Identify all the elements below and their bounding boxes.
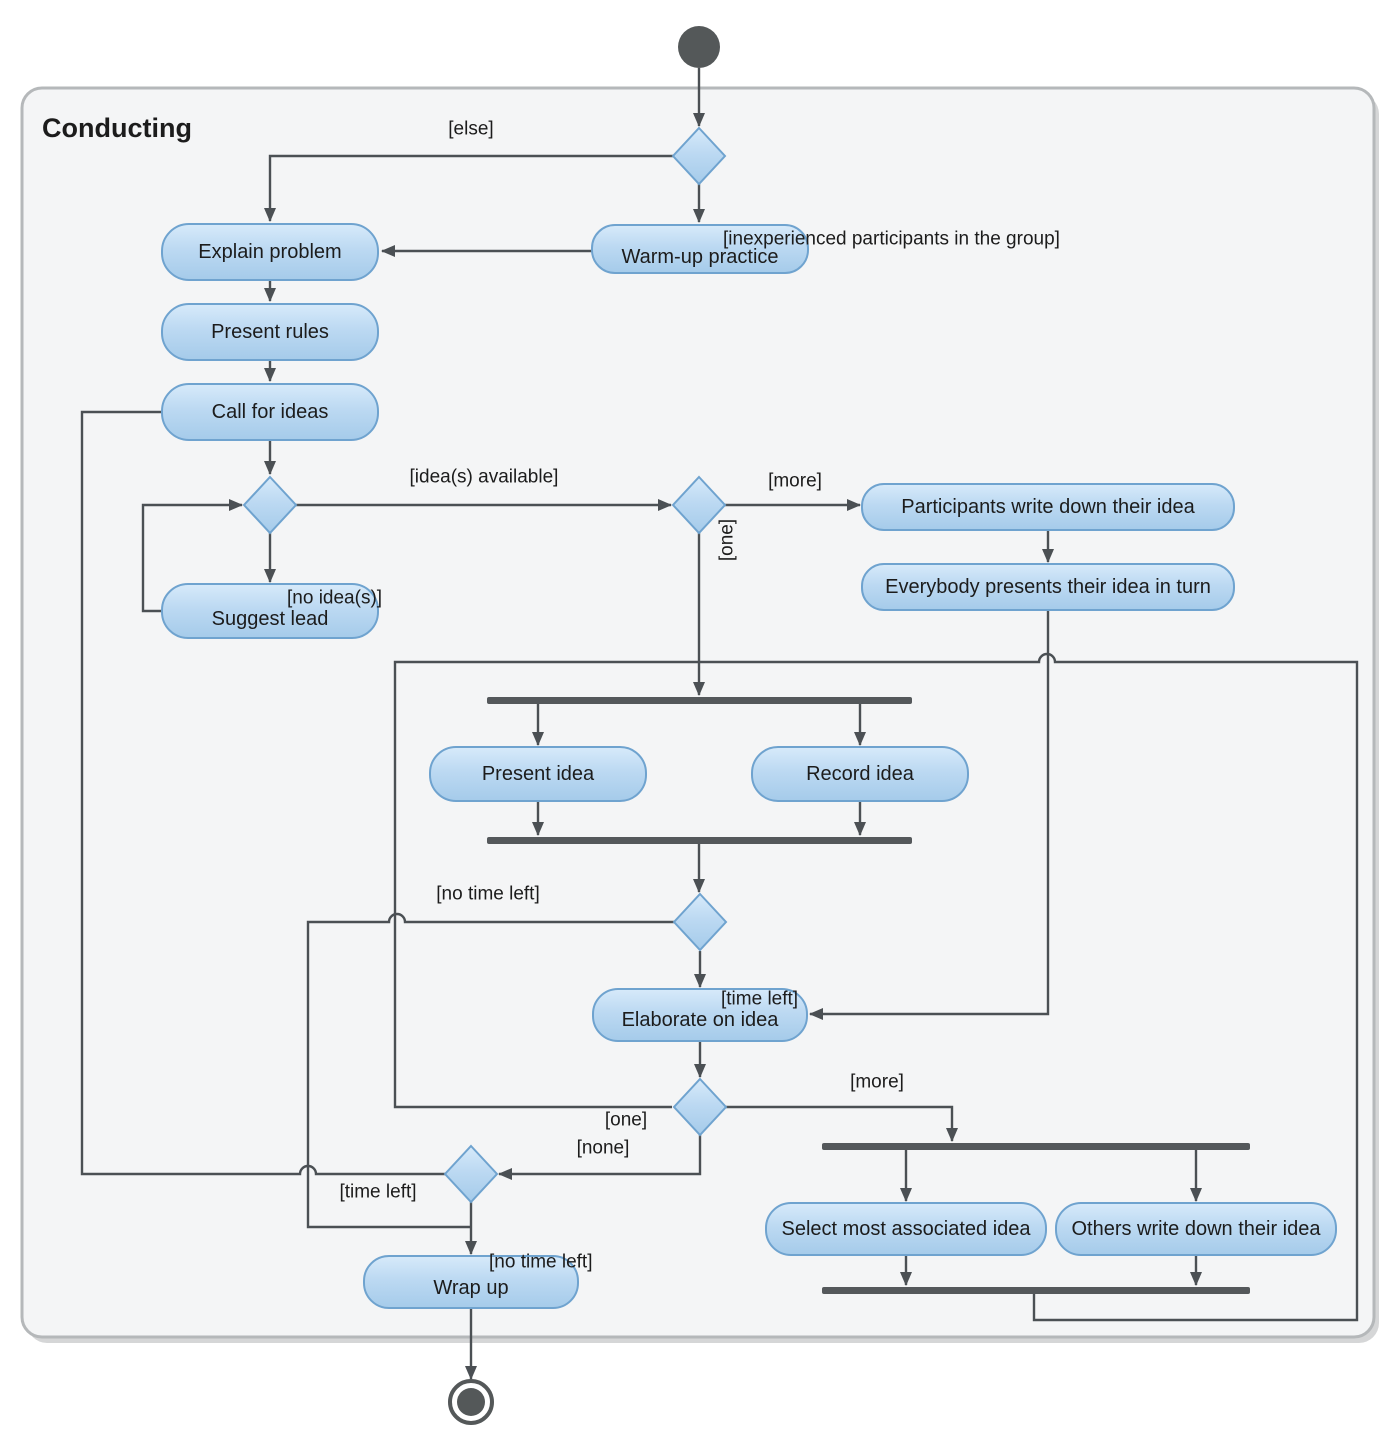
guard-no-time-left-1: [no time left] xyxy=(436,884,540,905)
guard-no-ideas: [no idea(s)] xyxy=(287,588,382,609)
initial-node[interactable] xyxy=(678,26,720,68)
activity-warm-up-practice: Warm-up practice xyxy=(591,224,809,274)
activity-participants-write-down-their-idea: Participants write down their idea xyxy=(861,483,1235,531)
join-bar-1[interactable] xyxy=(487,837,912,844)
activity-select-most-associated-idea: Select most associated idea xyxy=(765,1202,1047,1256)
activity-wrap-up: Wrap up xyxy=(363,1255,579,1309)
activity-present-rules: Present rules xyxy=(161,303,379,361)
edge-branch-else-to-explain xyxy=(264,154,673,222)
guard-inexperienced: [inexperienced participants in the group… xyxy=(723,229,1060,250)
activity-record-idea-shape[interactable] xyxy=(751,746,969,802)
edge-remaining-none-to-timecheck2 xyxy=(498,1135,702,1180)
final-node[interactable] xyxy=(448,1379,494,1425)
decision-ideas-available[interactable] xyxy=(242,475,298,535)
frame-title: Conducting xyxy=(42,113,192,143)
final-node-core xyxy=(457,1388,485,1416)
activity-everybody-presents-their-idea-in-turn-label: Everybody presents their idea in turn xyxy=(885,576,1211,598)
activity-others-write-down-their-idea: Others write down their idea xyxy=(1055,1202,1337,1256)
activity-record-idea-label: Record idea xyxy=(806,763,915,785)
guard-one-1: [one] xyxy=(717,519,738,561)
edge-everybody-to-elaborate xyxy=(809,610,1050,1020)
activity-wrap-up-shape[interactable] xyxy=(363,1255,579,1309)
edge-remaining-more-to-fork2 xyxy=(726,1105,958,1142)
activity-everybody-presents-their-idea-in-turn-shape[interactable] xyxy=(861,563,1235,611)
guard-more-1: [more] xyxy=(768,471,822,492)
activity-record-idea: Record idea xyxy=(751,746,969,802)
activity-suggest-lead-label: Suggest lead xyxy=(212,608,329,630)
guard-more-2: [more] xyxy=(850,1072,904,1093)
activity-present-rules-label: Present rules xyxy=(211,321,329,343)
activity-others-write-down-their-idea-shape[interactable] xyxy=(1055,1202,1337,1256)
activity-explain-problem: Explain problem xyxy=(161,223,379,281)
decision-ideas-remaining[interactable] xyxy=(672,1077,728,1137)
edge-join2-loop-to-remaining xyxy=(393,652,1359,1322)
edge-timecheck2-time-left-to-call xyxy=(80,410,445,1176)
activity-others-write-down-their-idea-label: Others write down their idea xyxy=(1071,1218,1321,1240)
guard-time-left-2: [time left] xyxy=(339,1182,416,1203)
activity-elaborate-on-idea: Elaborate on idea xyxy=(592,988,808,1042)
activity-wrap-up-label: Wrap up xyxy=(433,1277,508,1299)
activity-participants-write-down-their-idea-label: Participants write down their idea xyxy=(901,496,1195,518)
guard-none: [none] xyxy=(577,1138,630,1159)
edge-suggest-loop-back xyxy=(141,499,243,613)
guard-else: [else] xyxy=(448,119,493,140)
activity-call-for-ideas-shape[interactable] xyxy=(161,383,379,441)
activity-warm-up-practice-shape[interactable] xyxy=(591,224,809,274)
fork-bar-1[interactable] xyxy=(487,697,912,704)
activity-select-most-associated-idea-shape[interactable] xyxy=(765,1202,1047,1256)
activity-call-for-ideas: Call for ideas xyxy=(161,383,379,441)
activity-select-most-associated-idea-label: Select most associated idea xyxy=(781,1218,1031,1240)
join-bar-2[interactable] xyxy=(822,1287,1250,1294)
decision-experience-branch[interactable] xyxy=(671,126,727,186)
decision-idea-count[interactable] xyxy=(671,475,727,535)
activity-everybody-presents-their-idea-in-turn: Everybody presents their idea in turn xyxy=(861,563,1235,611)
activity-present-idea: Present idea xyxy=(429,746,647,802)
activity-explain-problem-shape[interactable] xyxy=(161,223,379,281)
guard-no-time-left-2: [no time left] xyxy=(489,1252,593,1273)
guard-one-2: [one] xyxy=(605,1110,647,1131)
activity-present-rules-shape[interactable] xyxy=(161,303,379,361)
activity-present-idea-label: Present idea xyxy=(482,763,595,785)
activity-suggest-lead: Suggest lead xyxy=(161,583,379,639)
activity-warm-up-practice-label: Warm-up practice xyxy=(621,246,778,268)
decision-time-check-2[interactable] xyxy=(443,1144,499,1204)
activity-explain-problem-label: Explain problem xyxy=(198,241,341,263)
guard-time-left-1: [time left] xyxy=(721,989,798,1010)
activity-present-idea-shape[interactable] xyxy=(429,746,647,802)
activity-suggest-lead-shape[interactable] xyxy=(161,583,379,639)
activity-elaborate-on-idea-shape[interactable] xyxy=(592,988,808,1042)
guard-ideas-available: [idea(s) available] xyxy=(410,467,559,488)
activity-participants-write-down-their-idea-shape[interactable] xyxy=(861,483,1235,531)
activity-elaborate-on-idea-label: Elaborate on idea xyxy=(622,1009,780,1031)
activity-call-for-ideas-label: Call for ideas xyxy=(212,401,329,423)
fork-bar-2[interactable] xyxy=(822,1143,1250,1150)
decision-time-check-1[interactable] xyxy=(672,892,728,952)
